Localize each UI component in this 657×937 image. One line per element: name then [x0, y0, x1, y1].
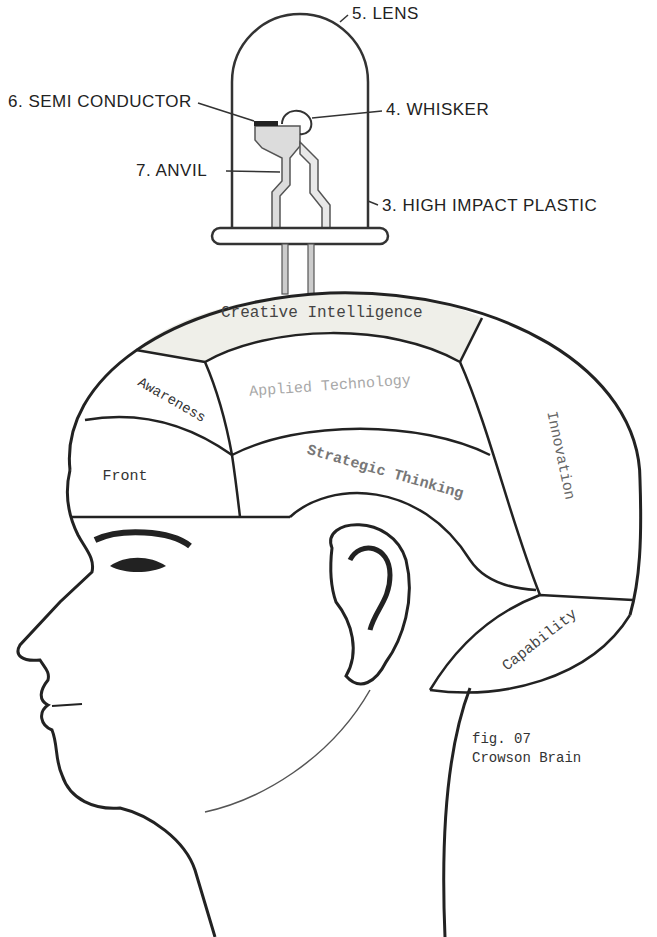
led-lead [282, 244, 288, 294]
figure-caption: fig. 07 Crowson Brain [472, 730, 590, 768]
callout-label: 4. WHISKER [386, 100, 489, 120]
region-label: Applied Technology [249, 372, 412, 400]
led-lead [308, 244, 314, 294]
jaw-line [205, 690, 370, 812]
leader-line [368, 201, 378, 205]
callout-label: 7. ANVIL [136, 161, 207, 181]
region-boundary [232, 455, 240, 517]
region-boundary [72, 516, 290, 519]
region-label: Front [103, 468, 148, 485]
region-label: Capability [499, 606, 580, 675]
led-flange [212, 228, 388, 244]
creative-band-fill [136, 293, 482, 362]
mouth [52, 704, 82, 706]
leader-line [198, 103, 254, 121]
region-boundary [460, 318, 482, 362]
led-lens [232, 14, 368, 232]
callout-label: 3. HIGH IMPACT PLASTIC [382, 196, 597, 216]
head-region: Front [103, 468, 148, 485]
head-region: Applied Technology [249, 372, 412, 400]
region-boundary [430, 595, 633, 690]
ear [331, 525, 410, 684]
leader-line [226, 171, 280, 172]
region-boundary [232, 429, 490, 455]
region-label: Creative Intelligence [221, 304, 423, 322]
region-boundary [85, 417, 232, 455]
eye [110, 558, 166, 572]
head-region: Capability [499, 606, 580, 675]
head-region: Innovation [542, 409, 577, 501]
led-anvil [255, 126, 300, 232]
leader-line [312, 111, 382, 118]
region-boundary [205, 333, 460, 362]
head-region: Strategic Thinking [305, 441, 465, 502]
led-semiconductor [254, 121, 278, 126]
region-boundary [136, 350, 205, 362]
region-boundary [290, 493, 536, 590]
callout-label: 5. LENS [352, 4, 419, 24]
leader-line [340, 15, 348, 22]
region-label: Innovation [542, 409, 577, 501]
region-label: Strategic Thinking [305, 441, 465, 502]
neck-outline [444, 688, 470, 937]
face-profile [18, 470, 215, 937]
head-region: Creative Intelligence [221, 304, 423, 322]
brow [95, 532, 190, 546]
led-post [300, 142, 330, 232]
region-boundary [460, 362, 540, 595]
ear-inner [350, 548, 390, 630]
callout-label: 6. SEMI CONDUCTOR [8, 92, 192, 112]
led-whisker [282, 111, 311, 134]
